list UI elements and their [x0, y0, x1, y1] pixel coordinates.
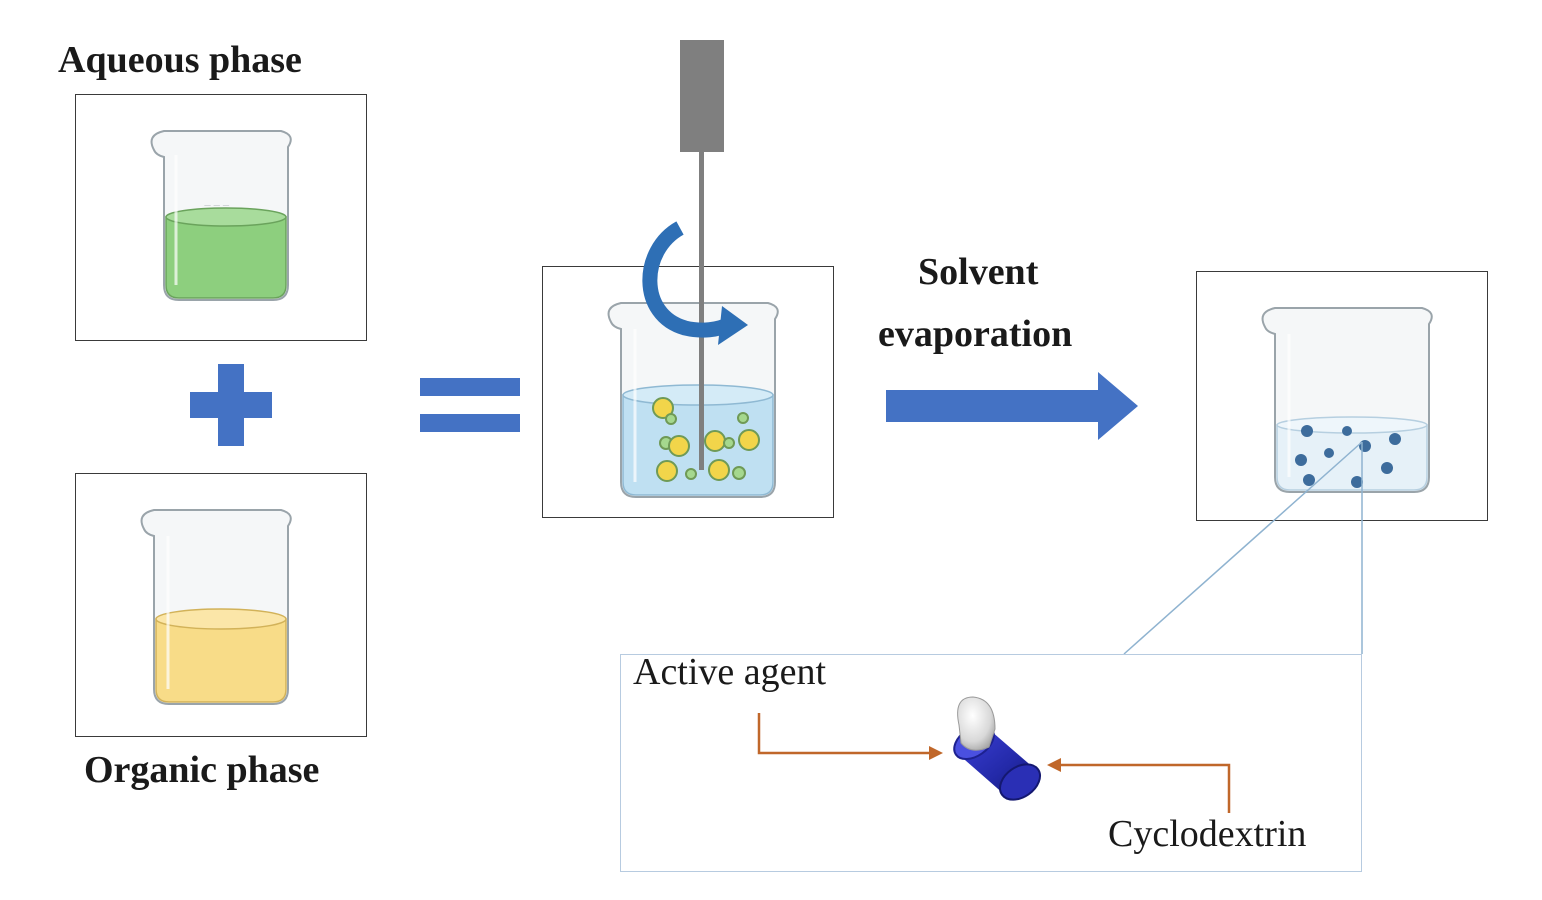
equals-sign-icon — [420, 378, 520, 432]
evaporation-label: evaporation — [878, 313, 1073, 355]
aqueous-phase-label: Aqueous phase — [58, 39, 302, 81]
aqueous-beaker: — — — — [150, 130, 292, 301]
aqueous-phase-box: — — — — [75, 94, 367, 341]
cyclodextrin-label: Cyclodextrin — [1108, 813, 1307, 855]
cyclodextrin-complex-icon — [953, 696, 1041, 801]
right-arrow-icon — [886, 372, 1138, 440]
organic-beaker — [140, 509, 292, 705]
stirrer-icon — [680, 40, 724, 470]
organic-phase-box — [75, 473, 367, 737]
svg-text:— — —: — — — — [204, 201, 229, 209]
leader-lines — [757, 713, 1231, 813]
emulsion-box — [542, 266, 834, 518]
rotation-arrow-icon — [642, 221, 748, 345]
result-beaker — [1261, 307, 1433, 493]
solvent-label: Solvent — [918, 251, 1039, 293]
result-box — [1196, 271, 1488, 521]
emulsion-droplets — [652, 397, 760, 482]
plus-sign-icon — [190, 364, 272, 446]
organic-phase-label: Organic phase — [84, 749, 320, 791]
active-agent-label: Active agent — [633, 651, 827, 693]
emulsion-beaker — [607, 302, 779, 498]
inclusion-complex-inset — [620, 654, 1362, 872]
